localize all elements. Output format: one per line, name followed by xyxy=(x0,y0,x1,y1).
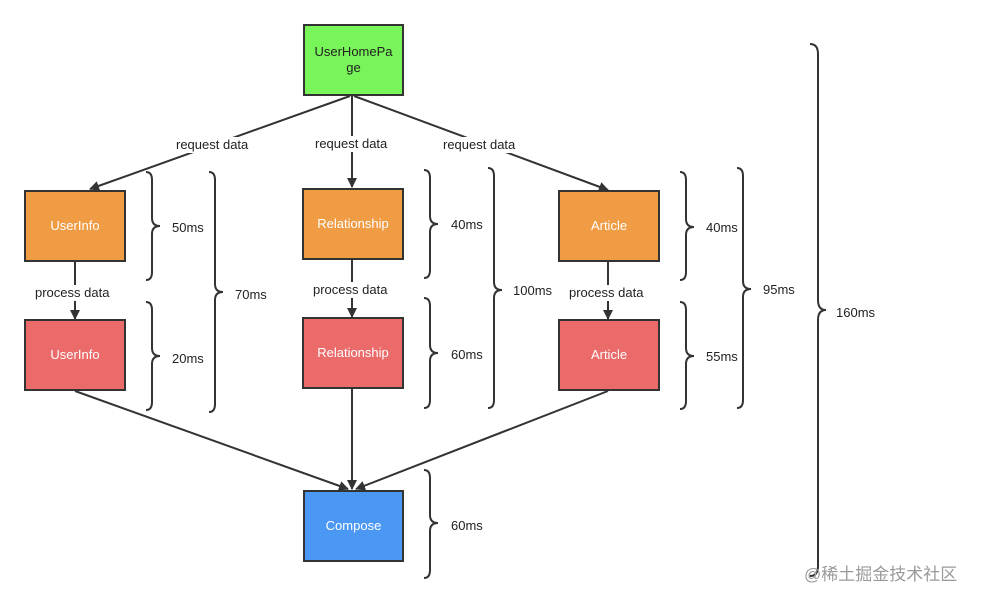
node-relationship-process: Relationship xyxy=(302,317,404,389)
brace-relationship-request xyxy=(423,169,439,279)
edge-userinfo-compose xyxy=(74,390,349,491)
edge-label-process-mid: process data xyxy=(311,282,390,298)
duration-article-request: 40ms xyxy=(706,220,738,235)
duration-relationship-request: 40ms xyxy=(451,217,483,232)
duration-relationship-process: 60ms xyxy=(451,347,483,362)
duration-article-process: 55ms xyxy=(706,349,738,364)
node-article-request: Article xyxy=(558,190,660,262)
node-label: Compose xyxy=(325,518,382,533)
duration-compose: 60ms xyxy=(451,518,483,533)
node-relationship-request: Relationship xyxy=(302,188,404,260)
brace-article-total xyxy=(736,167,752,409)
node-userinfo-request: UserInfo xyxy=(24,190,126,262)
watermark: @稀土掘金技术社区 xyxy=(804,565,958,584)
node-compose: Compose xyxy=(303,490,404,562)
duration-relationship-total: 100ms xyxy=(513,283,553,298)
duration-overall: 160ms xyxy=(836,305,876,320)
node-label: UserInfo xyxy=(50,347,100,362)
duration-userinfo-total: 70ms xyxy=(235,287,267,302)
brace-userinfo-request xyxy=(145,171,161,281)
edge-label-request-mid: request data xyxy=(313,136,390,152)
node-userhomepage: UserHomePage xyxy=(303,24,404,96)
node-userinfo-process: UserInfo xyxy=(24,319,126,391)
duration-article-total: 95ms xyxy=(763,282,795,297)
brace-userinfo-total xyxy=(208,171,224,413)
node-label: Relationship xyxy=(317,216,389,231)
edge-label-process-left: process data xyxy=(33,285,112,301)
node-label: UserInfo xyxy=(50,218,100,233)
brace-article-request xyxy=(679,171,695,281)
node-userhomepage-label: UserHomePage xyxy=(314,44,393,75)
node-label: Article xyxy=(590,218,628,233)
node-label: Article xyxy=(590,347,628,362)
edge-article-compose xyxy=(355,390,609,491)
duration-userinfo-request: 50ms xyxy=(172,220,204,235)
brace-relationship-total xyxy=(487,167,503,409)
brace-userinfo-process xyxy=(145,301,161,411)
node-label: Relationship xyxy=(317,345,389,360)
edge-label-request-left: request data xyxy=(174,137,251,153)
node-article-process: Article xyxy=(558,319,660,391)
edge-label-process-right: process data xyxy=(567,285,646,301)
edge-label-request-right: request data xyxy=(441,137,518,153)
brace-relationship-process xyxy=(423,297,439,409)
brace-article-process xyxy=(679,301,695,410)
brace-overall xyxy=(809,43,827,577)
duration-userinfo-process: 20ms xyxy=(172,351,204,366)
brace-compose xyxy=(423,469,439,579)
